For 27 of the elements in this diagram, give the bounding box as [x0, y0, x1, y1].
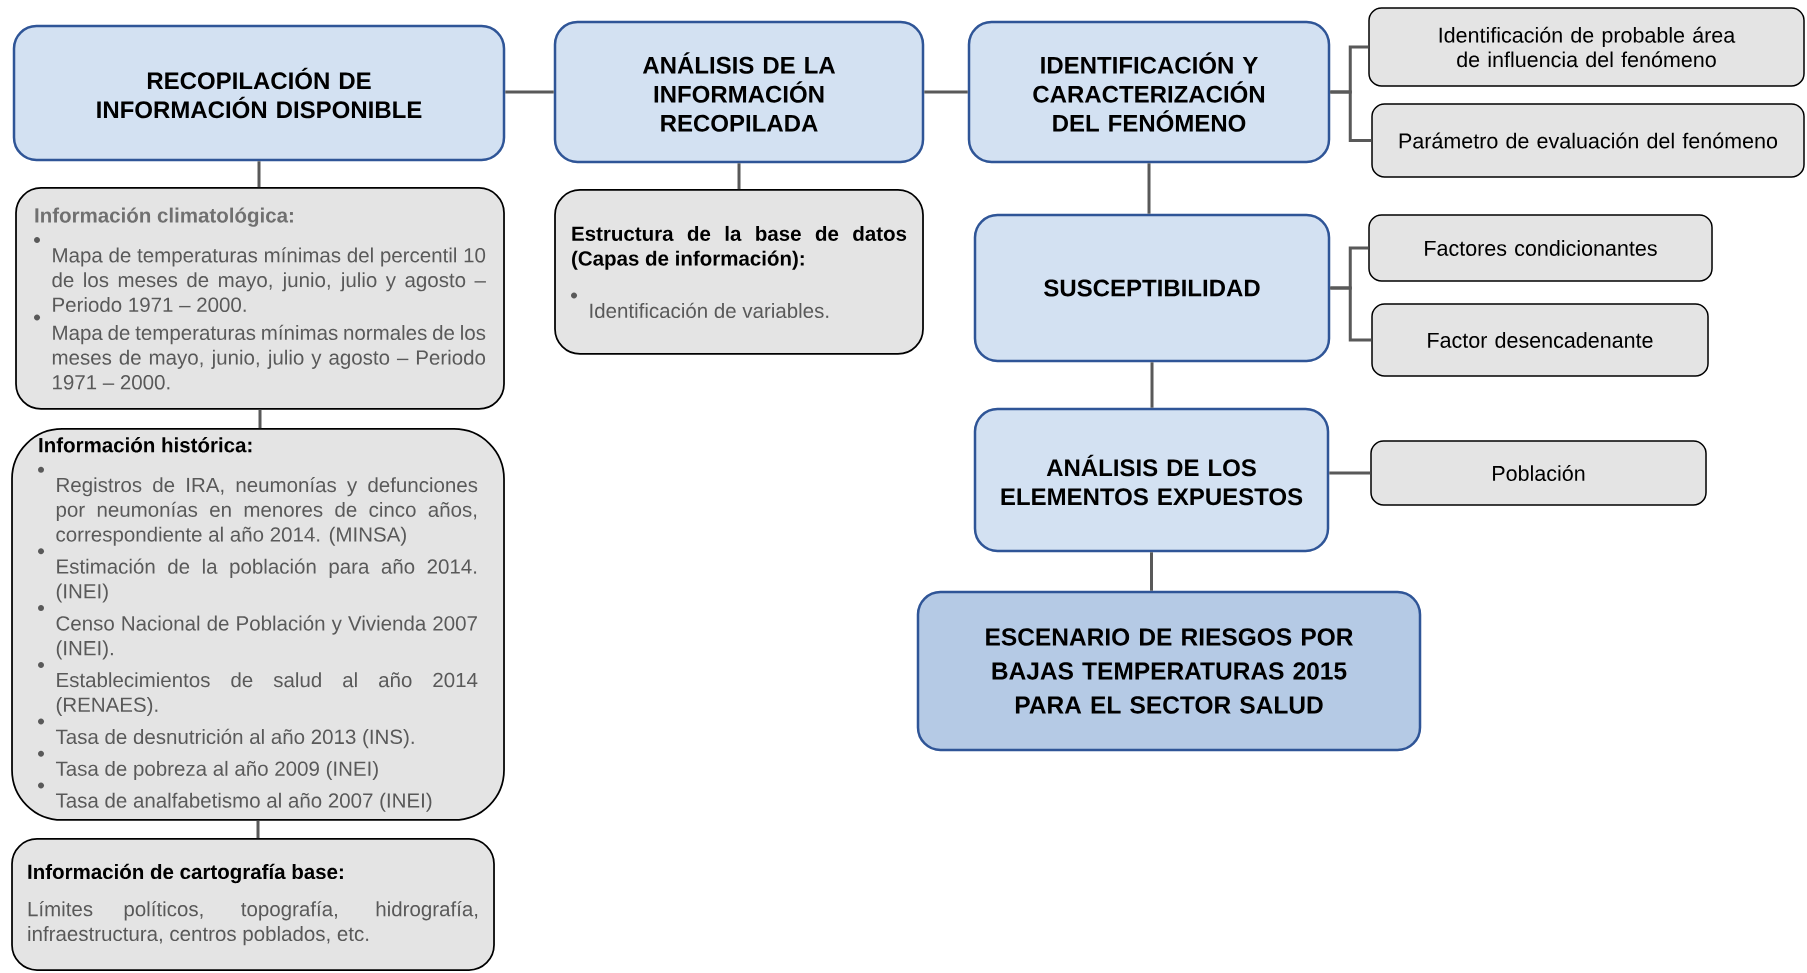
- connector-line: [1147, 163, 1151, 214]
- step-box: IDENTIFICACIÓN Y CARACTERIZACIÓN DEL FENÓMENO: [967, 20, 1331, 164]
- connector-line: [1330, 90, 1372, 142]
- connector-line: [256, 820, 260, 839]
- detail-box: Parámetro de evaluación del fenómeno: [1371, 103, 1805, 178]
- connector-line: [1150, 362, 1154, 408]
- connector-line: [258, 409, 262, 429]
- info-box: Información histórica: Registros de IRA, neumonías y defunciones por neumonías en menores de cinco años, correspondiente al año 2014. (MINSA) Estimación de la población para año 2014. (INEI) Censo Nacional de Población y Vivienda 2007 (INEI). Establecimientos de salud al año 2014 (RENAES). Tasa de desnutrición al año 2013 (INS). Tasa de pobreza al año 2009 (INEI) Tasa de analfabetismo al año 2007 (INEI): [11, 428, 505, 821]
- detail-box: Población: [1370, 440, 1707, 506]
- info-box: Información climatológica: Mapa de temperaturas mínimas del percentil 10 de los meses de mayo, junio, julio y agosto – Periodo 1971 – 2000. Mapa de temperaturas mínimas normales de los meses de mayo, junio, julio y agosto – Periodo 1971 – 2000.: [15, 187, 505, 410]
- detail-box: Factor desencadenante: [1371, 303, 1709, 377]
- connector-line: [257, 161, 261, 188]
- step-box: SUSCEPTIBILIDAD: [973, 213, 1331, 363]
- result-box: ESCENARIO DE RIESGOS POR BAJAS TEMPERATURAS 2015 PARA EL SECTOR SALUD: [916, 590, 1422, 752]
- detail-box: Factores condicionantes: [1368, 214, 1713, 282]
- connector-line: [505, 90, 554, 94]
- connector-line: [1330, 286, 1372, 342]
- info-box: Información de cartografía base: Límites políticos, topografía, hidrografía, infraestructura, centros poblados, etc.: [11, 838, 495, 971]
- step-box: ANÁLISIS DE LA INFORMACIÓN RECOPILADA: [553, 20, 925, 164]
- connector-line: [1150, 552, 1153, 591]
- connector-line: [924, 90, 968, 94]
- connector-line: [737, 163, 741, 190]
- connector-line: [1329, 471, 1371, 475]
- detail-box: Identificación de probable área de influencia del fenómeno: [1368, 7, 1805, 87]
- step-box: RECOPILACIÓN DE INFORMACIÓN DISPONIBLE: [12, 24, 506, 162]
- step-box: ANÁLISIS DE LOS ELEMENTOS EXPUESTOS: [973, 407, 1330, 553]
- info-box: Estructura de la base de datos (Capas de información): Identificación de variables.: [554, 189, 924, 355]
